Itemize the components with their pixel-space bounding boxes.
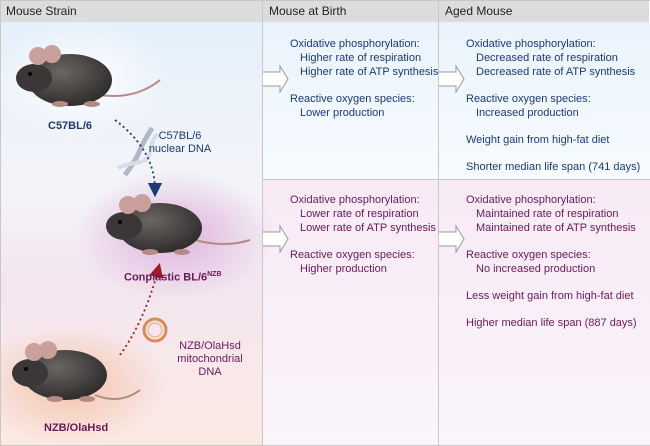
- mito-dna-line3: DNA: [198, 366, 222, 378]
- birth-bottom-text: Oxidative phosphorylation: Lower rate of…: [290, 193, 436, 276]
- header-aged-mouse: Aged Mouse: [439, 0, 650, 22]
- birth-bottom-ros-level: Higher production: [300, 263, 387, 275]
- nuclear-dna-label: C57BL/6 nuclear DNA: [140, 130, 220, 156]
- aged-top-ros: Reactive oxygen species:: [466, 93, 591, 105]
- aged-top-oxphos: Oxidative phosphorylation:: [466, 38, 596, 50]
- aged-bottom-lifespan: Higher median life span (887 days): [466, 317, 637, 329]
- divider: [438, 0, 439, 445]
- aged-top-ros-level: Increased production: [476, 107, 579, 119]
- nuclear-dna-line1: C57BL/6: [158, 130, 202, 142]
- birth-top-oxphos: Oxidative phosphorylation:: [290, 38, 420, 50]
- aged-top-cell: [439, 22, 650, 179]
- birth-bottom-oxphos: Oxidative phosphorylation:: [290, 194, 420, 206]
- mito-dna-line1: NZB/OlaHsd: [179, 340, 241, 352]
- mito-dna-line2: mitochondrial: [177, 353, 243, 365]
- birth-bottom-atp: Lower rate of ATP synthesis: [300, 222, 436, 234]
- aged-bottom-oxphos: Oxidative phosphorylation:: [466, 194, 596, 206]
- arrow-strain-to-birth-bottom: [263, 224, 289, 254]
- nuclear-dna-arrow: [114, 119, 163, 198]
- mito-dna-label: NZB/OlaHsd mitochondrial DNA: [165, 340, 255, 379]
- strain-label-conplastic-sup: NZB: [207, 271, 222, 278]
- aged-top-weight: Weight gain from high-fat diet: [466, 134, 610, 146]
- row-divider: [263, 179, 650, 180]
- birth-top-atp: Higher rate of ATP synthesis: [300, 66, 439, 78]
- aged-bottom-weight: Less weight gain from high-fat diet: [466, 290, 634, 302]
- arrow-strain-to-birth-top: [263, 64, 289, 94]
- mitochondrial-dna-ring-icon: [142, 317, 168, 343]
- birth-bottom-cell: [263, 180, 438, 445]
- birth-top-cell: [263, 22, 438, 179]
- birth-bottom-respiration: Lower rate of respiration: [300, 208, 419, 220]
- arrow-birth-to-aged-bottom: [439, 224, 465, 254]
- birth-bottom-ros: Reactive oxygen species:: [290, 249, 415, 261]
- nuclear-dna-line2: nuclear DNA: [148, 143, 212, 155]
- strain-label-conplastic-text: Conplastic BL/6: [124, 271, 208, 284]
- strain-label-nzb: NZB/OlaHsd: [44, 422, 109, 434]
- mouse-c57-illustration: [16, 45, 161, 107]
- aged-top-lifespan: Shorter median life span (741 days): [466, 161, 641, 173]
- birth-top-respiration: Higher rate of respiration: [300, 52, 422, 64]
- aged-top-atp: Decreased rate of ATP synthesis: [476, 66, 636, 78]
- header-mouse-at-birth: Mouse at Birth: [263, 0, 439, 22]
- aged-bottom-ros: Reactive oxygen species:: [466, 249, 591, 261]
- birth-top-text: Oxidative phosphorylation: Higher rate o…: [290, 37, 438, 120]
- strain-label-conplastic: Conplastic BL/6NZB: [124, 271, 222, 284]
- aged-bottom-atp: Maintained rate of ATP synthesis: [476, 222, 636, 234]
- aged-top-respiration: Decreased rate of respiration: [476, 52, 618, 64]
- mouse-conplastic-illustration: [106, 194, 251, 255]
- aged-bottom-text: Oxidative phosphorylation: Maintained ra…: [466, 193, 637, 330]
- aged-bottom-respiration: Maintained rate of respiration: [476, 208, 619, 220]
- mouse-nzb-illustration: [12, 341, 141, 402]
- aged-bottom-ros-level: No increased production: [476, 263, 596, 275]
- header-mouse-strain: Mouse Strain: [0, 0, 263, 22]
- arrow-birth-to-aged-top: [439, 64, 465, 94]
- birth-top-ros: Reactive oxygen species:: [290, 93, 415, 105]
- birth-top-ros-level: Lower production: [300, 107, 385, 119]
- strain-label-c57: C57BL/6: [48, 120, 93, 132]
- aged-bottom-cell: [439, 180, 650, 445]
- aged-top-text: Oxidative phosphorylation: Decreased rat…: [466, 37, 640, 174]
